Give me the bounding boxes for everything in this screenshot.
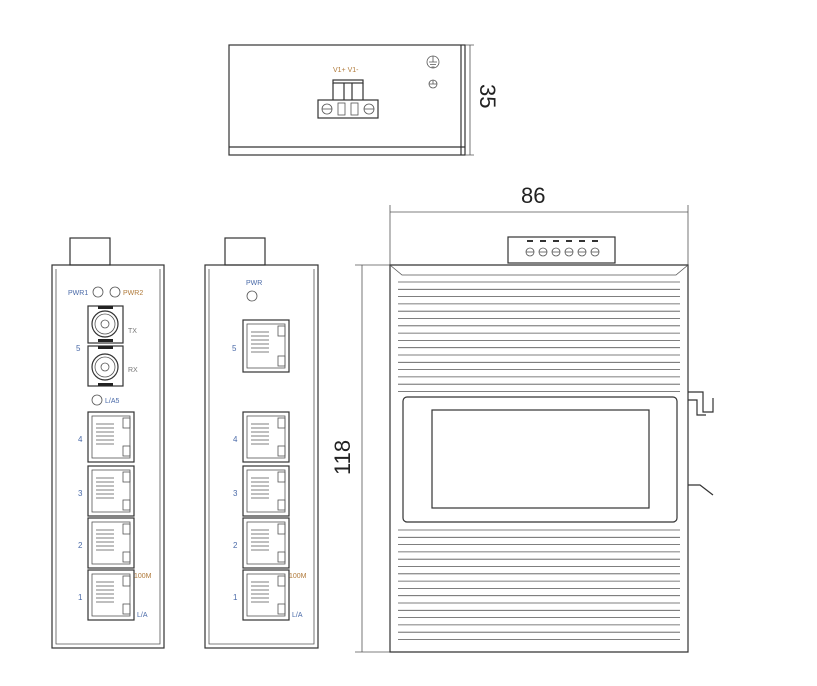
port-number: 3: [78, 489, 83, 498]
port-number: 4: [78, 435, 83, 444]
top-view: V1+ V1- 35: [228, 44, 500, 156]
pwr2-led: [109, 286, 121, 298]
port-number: 4: [233, 435, 238, 444]
led: [277, 499, 286, 511]
led: [277, 355, 286, 367]
led: [277, 523, 286, 535]
din-rail-clip: [688, 391, 714, 496]
port-number: 2: [78, 541, 83, 550]
rj45-port: [242, 569, 290, 621]
rj45-port: [242, 465, 290, 517]
led: [122, 499, 131, 511]
fiber-rx-port: [87, 345, 124, 387]
link-label: L/A: [137, 612, 148, 619]
port-number: 2: [233, 541, 238, 550]
rj45-port: [87, 517, 135, 569]
led: [122, 523, 131, 535]
led: [122, 445, 131, 457]
led: [122, 575, 131, 587]
pwr1-label: PWR1: [68, 290, 88, 297]
ground-screw-icon: [428, 79, 438, 89]
terminal-block: [507, 236, 616, 264]
port5-label: 5: [232, 344, 237, 353]
dimension-height-top: 35: [465, 44, 500, 156]
led: [277, 445, 286, 457]
led: [277, 417, 286, 429]
link-label: L/A: [292, 612, 303, 619]
rj45-port: [87, 569, 135, 621]
pwr2-label: PWR2: [123, 290, 143, 297]
speed-label: 100M: [289, 573, 307, 580]
svg-text:86: 86: [521, 183, 545, 208]
led: [277, 551, 286, 563]
rx-label: RX: [128, 367, 138, 374]
rj45-port: [242, 411, 290, 463]
las-led: [91, 394, 103, 406]
led: [122, 551, 131, 563]
power-terminal-block: [317, 79, 379, 119]
svg-text:35: 35: [475, 84, 500, 108]
rj45-port: [242, 319, 290, 373]
led: [122, 603, 131, 615]
led: [277, 575, 286, 587]
cooling-fins: [398, 281, 680, 640]
front-view-fiber: PWR1 PWR2 TX 5 RX L/A5 4 3 2 1 100M L/A: [51, 237, 165, 649]
led: [277, 471, 286, 483]
label-panel: [402, 396, 678, 523]
las-label: L/A5: [105, 398, 120, 405]
pwr1-led: [92, 286, 104, 298]
port-number: 3: [233, 489, 238, 498]
tx-label: TX: [128, 328, 137, 335]
label-area: [431, 409, 650, 509]
rj45-port: [242, 517, 290, 569]
led: [122, 417, 131, 429]
side-view: 86 118: [330, 183, 714, 653]
led: [277, 603, 286, 615]
port5-label: 5: [76, 344, 81, 353]
fiber-tx-port: [87, 305, 124, 344]
pwr-label: PWR: [246, 280, 262, 287]
port-number: 1: [233, 593, 238, 602]
led: [122, 471, 131, 483]
svg-text:118: 118: [330, 440, 355, 475]
front-view-copper: PWR 5 4 3 2 1 100M L/A: [204, 237, 319, 649]
ground-icon: [426, 55, 440, 69]
dimension-width: 86: [389, 183, 689, 265]
rj45-port: [87, 411, 135, 463]
speed-label: 100M: [134, 573, 152, 580]
pwr-led: [246, 290, 258, 302]
dimension-height: 118: [330, 264, 390, 653]
rj45-port: [87, 465, 135, 517]
port-number: 1: [78, 593, 83, 602]
led: [277, 325, 286, 337]
terminal-labels: V1+ V1-: [333, 67, 359, 74]
